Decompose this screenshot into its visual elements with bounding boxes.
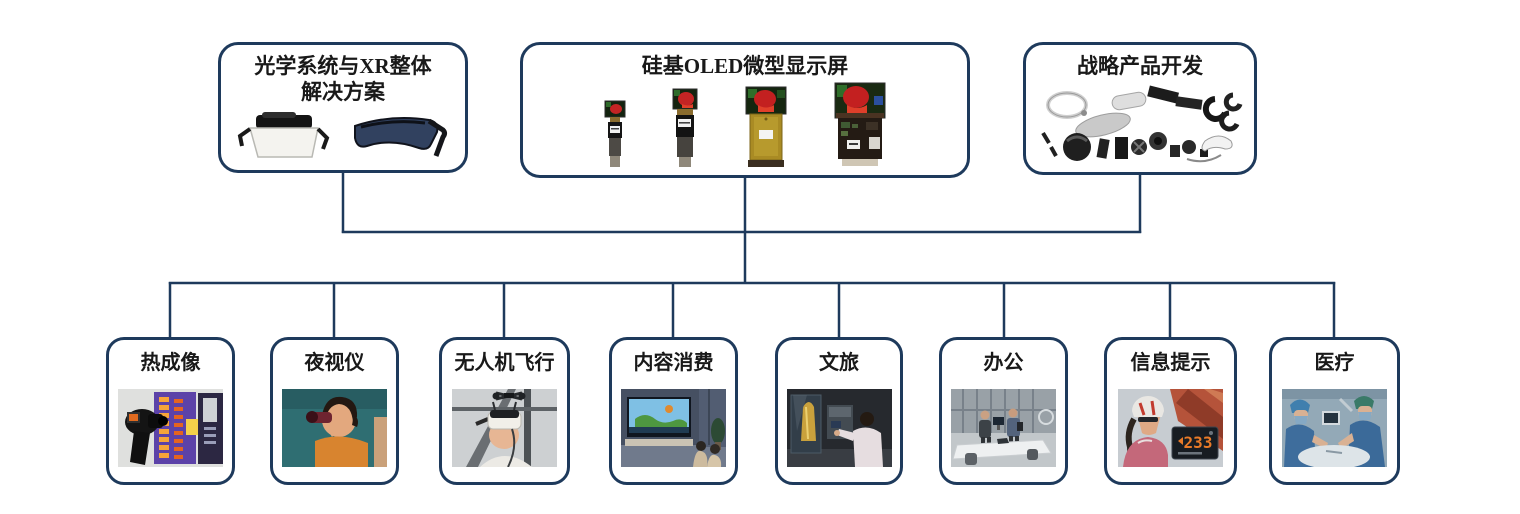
node-culture-tourism: 文旅 xyxy=(775,337,903,485)
node-drone-flight: 无人机飞行 xyxy=(439,337,570,485)
node-title-line-1: 光学系统与XR整体 xyxy=(254,54,432,78)
node-content-label: 内容消费 xyxy=(633,352,714,374)
node-content-consumption: 内容消费 xyxy=(609,337,738,485)
node-thermal-imaging: 热成像 xyxy=(106,337,235,485)
optics-xr-image-row xyxy=(235,112,451,162)
node-strategic-product-development: 战略产品开发 xyxy=(1023,42,1257,175)
info-hud-photo: 233 xyxy=(1118,389,1223,468)
node-title-line-2: 解决方案 xyxy=(301,79,385,104)
node-night-vision-label: 夜视仪 xyxy=(304,352,365,374)
medical-photo xyxy=(1282,389,1387,468)
node-oled-title: 硅基OLED微型显示屏 xyxy=(641,54,849,78)
micro-display-module-small-photo xyxy=(604,100,626,167)
strategic-image-row xyxy=(1037,85,1243,167)
office-photo xyxy=(951,389,1056,468)
node-thermal-label: 热成像 xyxy=(140,352,201,374)
exploded-parts-photo xyxy=(1041,85,1243,162)
oled-modules-image-row xyxy=(604,80,886,175)
micro-display-module-large-photo xyxy=(745,86,787,167)
micro-display-module-medium-photo xyxy=(672,88,698,167)
node-info-prompt-label: 信息提示 xyxy=(1130,352,1211,374)
node-medical: 医疗 xyxy=(1269,337,1400,485)
node-strategic-title: 战略产品开发 xyxy=(1077,54,1203,78)
node-medical-label: 医疗 xyxy=(1314,352,1355,374)
node-drone-label: 无人机飞行 xyxy=(454,352,555,374)
night-vision-photo xyxy=(282,389,387,468)
node-info-prompt: 信息提示 233 xyxy=(1104,337,1237,485)
ar-viewer-headset-photo xyxy=(237,112,330,158)
node-culture-tourism-label: 文旅 xyxy=(819,352,859,374)
hud-speed-value: 233 xyxy=(1184,433,1213,452)
museum-tour-photo xyxy=(786,389,892,468)
drone-fpv-photo xyxy=(452,389,557,468)
node-night-vision: 夜视仪 xyxy=(270,337,399,485)
node-silicon-oled-microdisplay: 硅基OLED微型显示屏 xyxy=(520,42,970,178)
micro-display-module-xlarge-photo xyxy=(834,82,886,166)
node-office: 办公 xyxy=(939,337,1068,485)
content-viewing-photo xyxy=(621,389,726,468)
node-optics-xr-solutions: 光学系统与XR整体 解决方案 xyxy=(218,42,468,173)
node-office-label: 办公 xyxy=(983,352,1024,374)
ar-glasses-photo xyxy=(354,117,447,158)
node-optics-xr-title: 光学系统与XR整体 解决方案 xyxy=(254,54,431,105)
thermal-imaging-photo xyxy=(118,389,223,468)
